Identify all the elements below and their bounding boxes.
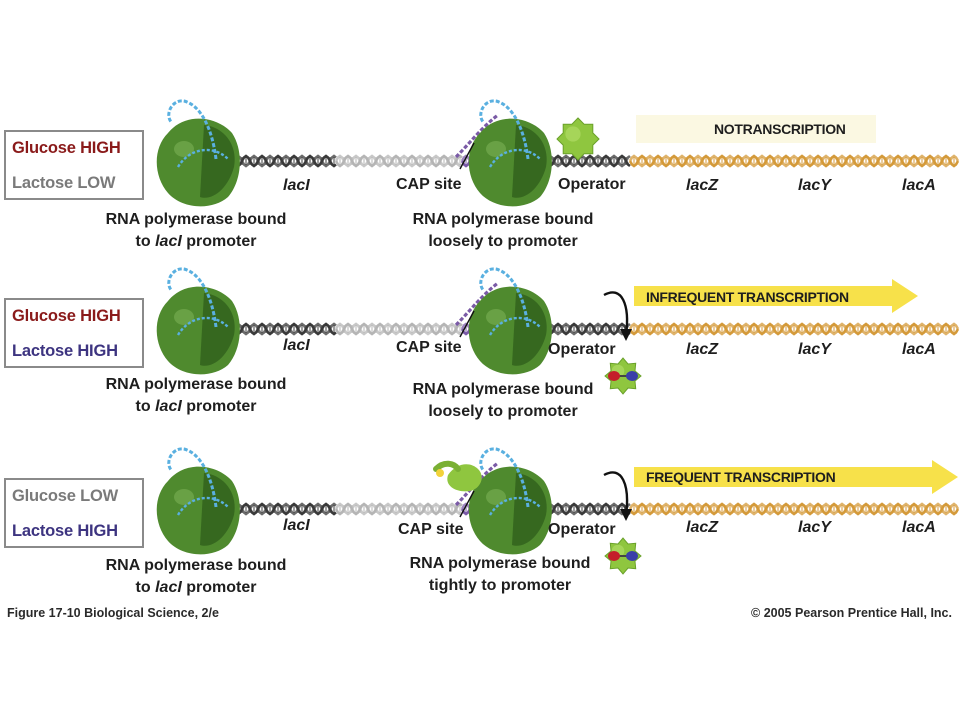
laca-gene-label: lacA bbox=[902, 519, 936, 536]
lactose-condition: Lactose LOW bbox=[12, 174, 116, 192]
dna-spacer-segment bbox=[334, 502, 463, 516]
lacy-gene-label: lacY bbox=[798, 341, 831, 358]
caption-pre: to bbox=[135, 398, 156, 415]
rnap-laci-caption-line1: RNA polymerase bound bbox=[105, 557, 287, 574]
dna-spacer-segment bbox=[334, 322, 463, 336]
cap-site-label: CAP site bbox=[398, 521, 464, 538]
lactose-condition: Lactose HIGH bbox=[12, 342, 118, 360]
lac-repressor-inactive bbox=[604, 357, 642, 395]
inducer-blue bbox=[626, 371, 638, 381]
transcription-banner bbox=[636, 115, 876, 143]
rnap-laci-promoter bbox=[156, 447, 240, 555]
lacz-gene-label: lacZ bbox=[686, 519, 719, 536]
transcription-arrow bbox=[634, 460, 958, 494]
condition-box: Glucose LOW Lactose HIGH bbox=[4, 478, 144, 548]
laci-gene-label: lacI bbox=[283, 337, 310, 354]
rnap-lac-promoter bbox=[468, 99, 552, 207]
operon-diagram: FREQUENT TRANSCRIPTION bbox=[156, 447, 960, 575]
rnap-laci-caption-line1: RNA polymerase bound bbox=[105, 376, 287, 393]
rnap-promoter-caption-line2: loosely to promoter bbox=[428, 403, 578, 420]
transcription-label: INFREQUENT TRANSCRIPTION bbox=[646, 289, 849, 305]
rnap-laci-caption: RNA polymerase bound to lacI promoter bbox=[96, 374, 296, 418]
panel-glucose-high-lactose-low: Glucose HIGH Lactose LOW NOTRANSCRIPTION… bbox=[0, 97, 960, 257]
release-arrow bbox=[603, 291, 632, 341]
cap-site-label: CAP site bbox=[396, 176, 462, 193]
rnap-laci-caption-line2: to lacI promoter bbox=[96, 577, 296, 599]
operator-label: Operator bbox=[558, 176, 626, 193]
rnap-promoter-caption-line1: RNA polymerase bound bbox=[412, 211, 594, 228]
panel-glucose-low-lactose-high: Glucose LOW Lactose HIGH FREQUENT TRANSC… bbox=[0, 445, 960, 605]
caption-gene: lacI bbox=[155, 398, 182, 415]
cap-site-pointer bbox=[459, 310, 475, 338]
rnap-promoter-caption: RNA polymerase bound loosely to promoter bbox=[398, 379, 608, 423]
figure-caption: Figure 17-10 Biological Science, 2/e bbox=[7, 606, 219, 620]
laci-gene-label: lacI bbox=[283, 177, 310, 194]
rnap-promoter-caption-line1: RNA polymerase bound bbox=[409, 555, 591, 572]
glucose-condition: Glucose HIGH bbox=[12, 307, 121, 325]
rnap-promoter-caption: RNA polymerase bound tightly to promoter bbox=[395, 553, 605, 597]
rnap-promoter-caption: RNA polymerase bound loosely to promoter bbox=[398, 209, 608, 253]
rnap-laci-caption: RNA polymerase bound to lacI promoter bbox=[96, 555, 296, 599]
rnap-laci-caption-line1: RNA polymerase bound bbox=[105, 211, 287, 228]
caption-gene: lacI bbox=[155, 579, 182, 596]
cap-site-strand bbox=[454, 461, 499, 507]
transcription-arrow bbox=[634, 279, 918, 313]
operator-label: Operator bbox=[548, 341, 616, 358]
release-arrow bbox=[603, 471, 632, 521]
rnap-lac-promoter bbox=[468, 447, 552, 555]
operator-label: Operator bbox=[548, 521, 616, 538]
condition-box: Glucose HIGH Lactose LOW bbox=[4, 130, 144, 200]
caption-pre: to bbox=[135, 233, 156, 250]
lac-repressor-inactive bbox=[604, 537, 642, 575]
cap-site-pointer bbox=[459, 490, 475, 518]
lac-repressor-bound bbox=[556, 117, 600, 161]
inducer-red bbox=[608, 551, 620, 561]
glucose-condition: Glucose HIGH bbox=[12, 139, 121, 157]
rnap-laci-caption-line2: to lacI promoter bbox=[96, 396, 296, 418]
inducer-red bbox=[608, 371, 620, 381]
operon-diagram: NOTRANSCRIPTION bbox=[156, 99, 960, 207]
transcription-label: NOTRANSCRIPTION bbox=[714, 121, 846, 137]
dna-lac-genes-segment bbox=[628, 154, 960, 168]
cap-site-label: CAP site bbox=[396, 339, 462, 356]
rnap-promoter-caption-line2: tightly to promoter bbox=[428, 577, 572, 594]
caption-post: promoter bbox=[181, 398, 257, 415]
lacz-gene-label: lacZ bbox=[686, 177, 719, 194]
laci-gene-label: lacI bbox=[283, 517, 310, 534]
cap-site-strand bbox=[454, 113, 499, 159]
rnap-lac-promoter bbox=[468, 267, 552, 375]
cap-site-strand bbox=[454, 281, 499, 327]
inducer-blue bbox=[626, 551, 638, 561]
glucose-condition: Glucose LOW bbox=[12, 487, 118, 505]
dna-spacer-segment bbox=[334, 154, 463, 168]
condition-box: Glucose HIGH Lactose HIGH bbox=[4, 298, 144, 368]
dna-lac-genes-segment bbox=[628, 502, 960, 516]
copyright-notice: © 2005 Pearson Prentice Hall, Inc. bbox=[751, 606, 952, 620]
cap-camp-complex bbox=[433, 460, 482, 492]
cap-site-pointer bbox=[459, 142, 475, 170]
laca-gene-label: lacA bbox=[902, 177, 936, 194]
lactose-condition: Lactose HIGH bbox=[12, 522, 118, 540]
caption-gene: lacI bbox=[155, 233, 182, 250]
rnap-promoter-caption-line2: loosely to promoter bbox=[428, 233, 578, 250]
camp-molecule bbox=[436, 469, 444, 477]
rnap-laci-caption-line2: to lacI promoter bbox=[96, 231, 296, 253]
caption-post: promoter bbox=[181, 233, 257, 250]
laca-gene-label: lacA bbox=[902, 341, 936, 358]
rnap-laci-caption: RNA polymerase bound to lacI promoter bbox=[96, 209, 296, 253]
dna-lac-genes-segment bbox=[628, 322, 960, 336]
transcription-label: FREQUENT TRANSCRIPTION bbox=[646, 469, 836, 485]
caption-post: promoter bbox=[181, 579, 257, 596]
lacz-gene-label: lacZ bbox=[686, 341, 719, 358]
caption-pre: to bbox=[135, 579, 156, 596]
lacy-gene-label: lacY bbox=[798, 519, 831, 536]
rnap-promoter-caption-line1: RNA polymerase bound bbox=[412, 381, 594, 398]
lacy-gene-label: lacY bbox=[798, 177, 831, 194]
panel-glucose-high-lactose-high: Glucose HIGH Lactose HIGH INFREQUENT TRA… bbox=[0, 265, 960, 425]
rnap-laci-promoter bbox=[156, 267, 240, 375]
operon-diagram: INFREQUENT TRANSCRIPTION bbox=[156, 267, 960, 395]
rnap-laci-promoter bbox=[156, 99, 240, 207]
